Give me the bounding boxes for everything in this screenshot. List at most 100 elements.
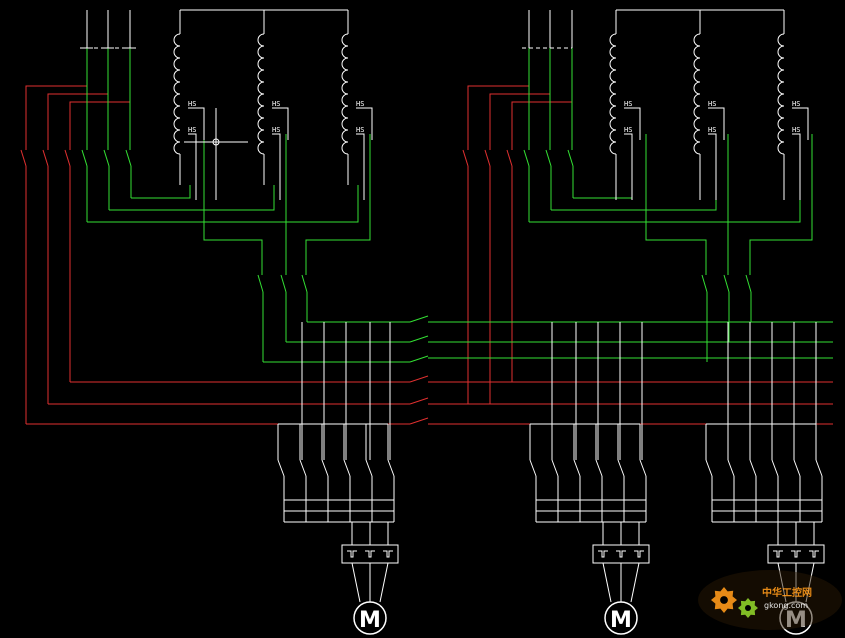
left-hs-tap-b-1 — [272, 133, 281, 200]
left-green-contact-1-blade — [81, 149, 88, 167]
motor-1-contact-blade-5 — [387, 459, 395, 477]
motor-2-relay-element-0 — [598, 550, 608, 558]
motor-2-contact-blade-4 — [617, 459, 625, 477]
left-red-v2 — [47, 93, 108, 150]
watermark-glow — [698, 570, 842, 630]
right-green-sw2-1-blade — [701, 274, 708, 293]
motor-3-motor-label: M — [785, 608, 807, 633]
left-green-run-3 — [87, 185, 359, 223]
left-red-contact-3-blade — [64, 149, 71, 167]
left-red-contact-1-blade — [20, 149, 27, 167]
motor-3-contact-blade-5 — [815, 459, 823, 477]
right-red-contact-1-blade — [462, 149, 469, 167]
left-red-v1 — [25, 85, 87, 150]
left-green-tap-1 — [203, 134, 263, 275]
left-tie-sw-r-2 — [409, 417, 429, 425]
motor-2-motor-label: M — [610, 608, 632, 633]
right-coil-1 — [693, 33, 701, 155]
cursor-center — [212, 138, 220, 146]
watermark-url: gkong.com — [764, 601, 808, 610]
right-green-contact-1-blade — [523, 149, 530, 167]
right-green-sw2-2-blade — [723, 274, 730, 293]
right-hs-tap-a-0 — [624, 107, 641, 140]
motor-2-contact-blade-0 — [529, 459, 537, 477]
right-hs-label-a-2: HS — [792, 100, 800, 108]
right-hs-label-b-1: HS — [708, 126, 716, 134]
left-hs-label-a-0: HS — [188, 100, 196, 108]
left-green-sw2-3-blade — [301, 274, 308, 293]
right-green-contact-2-blade — [545, 149, 552, 167]
left-green-run-2 — [109, 185, 275, 211]
motor-3-relay-element-1 — [791, 550, 801, 558]
left-hs-label-b-2: HS — [356, 126, 364, 134]
motor-1-contact-blade-2 — [321, 459, 329, 477]
motor-1-motor-lead-1 — [351, 562, 361, 603]
left-green-tap-3 — [305, 134, 371, 275]
right-hs-tap-b-0 — [624, 133, 633, 200]
right-green-contact-3-blade — [567, 149, 574, 167]
motor-2-relay-element-2 — [634, 550, 644, 558]
left-hs-tap-b-0 — [188, 133, 197, 200]
motor-2-contact-blade-2 — [573, 459, 581, 477]
left-hs-tap-a-2 — [356, 107, 373, 140]
motor-2-motor-lead-3 — [630, 562, 640, 603]
motor-3-motor-lead-1 — [777, 562, 787, 603]
right-hs-label-a-0: HS — [624, 100, 632, 108]
left-hs-label-b-1: HS — [272, 126, 280, 134]
left-tie-sw-g-2 — [409, 355, 429, 363]
motor-2-contact-blade-5 — [639, 459, 647, 477]
left-hs-tap-b-2 — [356, 133, 365, 200]
motor-2-relay-element-1 — [616, 550, 626, 558]
left-green-contact-2-blade — [103, 149, 110, 167]
motor-3-contact-blade-0 — [705, 459, 713, 477]
left-hs-label-b-0: HS — [188, 126, 196, 134]
left-coil-1 — [257, 33, 265, 155]
right-hs-label-b-2: HS — [792, 126, 800, 134]
motor-2-motor-circle — [604, 601, 638, 635]
left-hs-tap-a-0 — [188, 107, 205, 140]
left-hs-label-a-2: HS — [356, 100, 364, 108]
motor-1-contact-blade-4 — [365, 459, 373, 477]
left-coil-0 — [173, 33, 181, 155]
labels: HS HS HS HS HS HS HS HS HS HS HS HS M M M — [188, 100, 807, 633]
left-tie-sw-g-0 — [409, 315, 429, 323]
motor-2-contact-blade-1 — [551, 459, 559, 477]
right-green-sw2-3-blade — [745, 274, 752, 293]
left-hs-label-a-1: HS — [272, 100, 280, 108]
motor-3-contact-blade-4 — [793, 459, 801, 477]
right-hs-tap-b-2 — [792, 133, 801, 200]
left-tie-sw-g-1 — [409, 335, 429, 343]
white-wires — [80, 9, 825, 635]
left-tie-sw-r-0 — [409, 375, 429, 383]
left-hs-tap-a-1 — [272, 107, 289, 140]
left-green-sw2-1-blade — [257, 274, 264, 293]
red-wires — [20, 85, 833, 425]
motor-3-relay-element-2 — [809, 550, 819, 558]
motor-1-contact-blade-0 — [277, 459, 285, 477]
right-hs-label-b-0: HS — [624, 126, 632, 134]
right-hs-tap-a-1 — [708, 107, 725, 140]
right-red-contact-2-blade — [484, 149, 491, 167]
motor-1-contact-blade-3 — [343, 459, 351, 477]
right-green-tap-3 — [749, 134, 813, 275]
right-coil-0 — [609, 33, 617, 155]
right-hs-tap-b-1 — [708, 133, 717, 200]
right-hs-label-a-1: HS — [708, 100, 716, 108]
left-green-sw2-2-blade — [280, 274, 287, 293]
motor-1-contact-blade-1 — [299, 459, 307, 477]
motor-3-relay-element-0 — [773, 550, 783, 558]
right-green-run-1 — [573, 185, 633, 199]
left-red-contact-2-blade — [42, 149, 49, 167]
motor-2-motor-lead-1 — [602, 562, 612, 603]
right-red-v2 — [489, 93, 550, 150]
right-red-v3 — [511, 101, 572, 150]
motor-1-relay-element-1 — [365, 550, 375, 558]
motor-1-motor-label: M — [359, 608, 381, 633]
motor-1-motor-circle — [353, 601, 387, 635]
left-green-contact-3-blade — [125, 149, 132, 167]
left-coil-2 — [341, 33, 349, 155]
right-green-run-3 — [529, 185, 801, 223]
motor-2-overload-relay — [592, 544, 650, 564]
